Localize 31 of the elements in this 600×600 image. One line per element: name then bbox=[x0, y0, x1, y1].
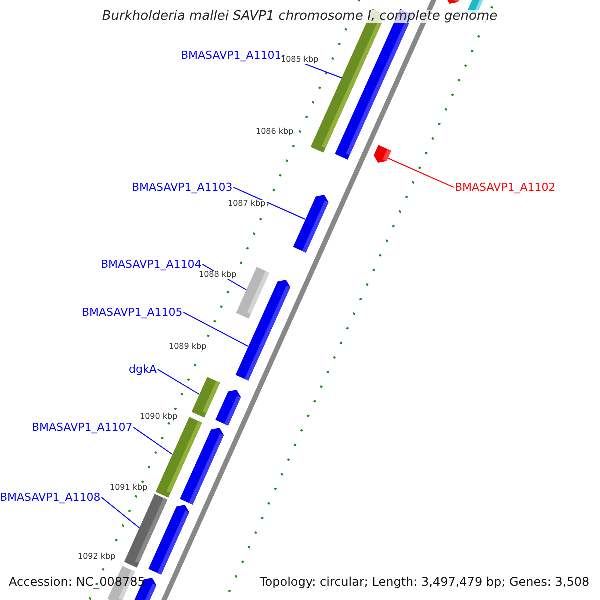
gene-feature bbox=[259, 280, 291, 329]
scale-label: 1086 kbp bbox=[255, 128, 295, 136]
scale-label: 1091 kbp bbox=[109, 484, 149, 492]
leader-line bbox=[101, 497, 140, 529]
gene-label: dgkA bbox=[129, 364, 157, 374]
gene-label: BMASAVP1_A1101 bbox=[181, 50, 282, 60]
gene-feature bbox=[374, 145, 392, 163]
gene-label: BMASAVP1_A1105 bbox=[82, 306, 183, 318]
footer-text: Topology: circular; Length: 3,497,479 bp; Genes: 3,508 bbox=[260, 575, 590, 589]
gene-label: BMASAVP1_A1102 bbox=[455, 182, 556, 192]
scale-label: 1088 kbp bbox=[198, 271, 238, 279]
scale-label: 1085 kbp bbox=[280, 56, 320, 64]
leader-line bbox=[233, 187, 306, 220]
leader-line bbox=[388, 158, 454, 188]
gene-feature bbox=[180, 428, 224, 505]
scale-label: 1089 kbp bbox=[168, 343, 208, 351]
leader-line bbox=[133, 427, 174, 456]
gene-feature bbox=[216, 390, 242, 426]
leader-line bbox=[183, 312, 250, 348]
gene-feature bbox=[236, 321, 272, 381]
scale-label: 1090 kbp bbox=[139, 413, 179, 421]
scale-label: 1092 kbp bbox=[77, 553, 117, 561]
gene-feature bbox=[293, 195, 329, 253]
gene-feature bbox=[148, 505, 190, 575]
gene-label: BMASAVP1_A1108 bbox=[0, 492, 101, 502]
leader-line bbox=[157, 369, 200, 396]
gene-label: BMASAVP1_A1103 bbox=[132, 182, 233, 192]
gene-label: BMASAVP1_A1107 bbox=[32, 422, 133, 432]
scale-label: 1087 kbp bbox=[227, 200, 267, 208]
gene-label: BMASAVP1_A1104 bbox=[101, 258, 202, 270]
gene-bar bbox=[192, 377, 220, 418]
